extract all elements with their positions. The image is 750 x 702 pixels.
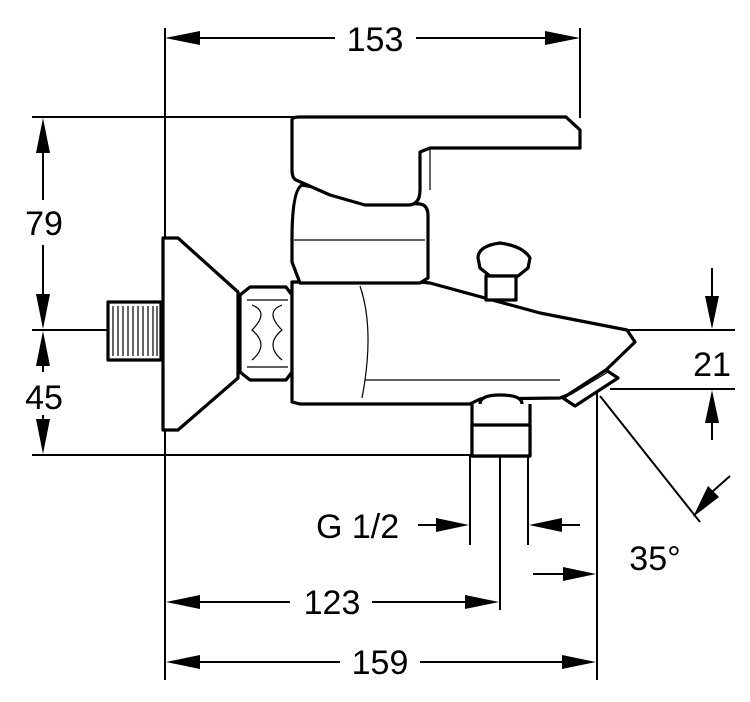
dim-79-label: 79 <box>25 205 63 243</box>
dim-angle-label: 35° <box>629 540 680 578</box>
dim-123-label: 123 <box>304 584 361 622</box>
diverter-knob <box>476 241 532 278</box>
dimension-153: 153 <box>165 21 580 59</box>
dimension-angle: 35° <box>533 475 731 581</box>
dim-45-label: 45 <box>25 379 63 417</box>
dim-21-label: 21 <box>693 346 731 384</box>
dim-159-label: 159 <box>352 644 409 682</box>
dimension-thread: G 1/2 <box>316 508 580 546</box>
dim-thread-label: G 1/2 <box>316 508 399 546</box>
dimension-159: 159 <box>166 644 596 682</box>
tap-body <box>106 115 637 458</box>
dimension-21: 21 <box>693 268 731 440</box>
union-nut <box>238 285 294 382</box>
lever-handle <box>290 115 582 207</box>
dimension-79: 79 <box>25 118 63 329</box>
wall-flange <box>161 236 240 432</box>
thread-lines <box>112 306 158 356</box>
dim-153-label: 153 <box>347 21 404 59</box>
spout-aerator <box>561 368 620 408</box>
diverter-stem <box>484 274 518 302</box>
bottom-outlet-nut <box>470 423 532 458</box>
lever-column <box>290 183 430 285</box>
dimension-45: 45 <box>25 331 63 454</box>
dimension-123: 123 <box>166 584 499 622</box>
inlet-thread <box>106 300 163 362</box>
